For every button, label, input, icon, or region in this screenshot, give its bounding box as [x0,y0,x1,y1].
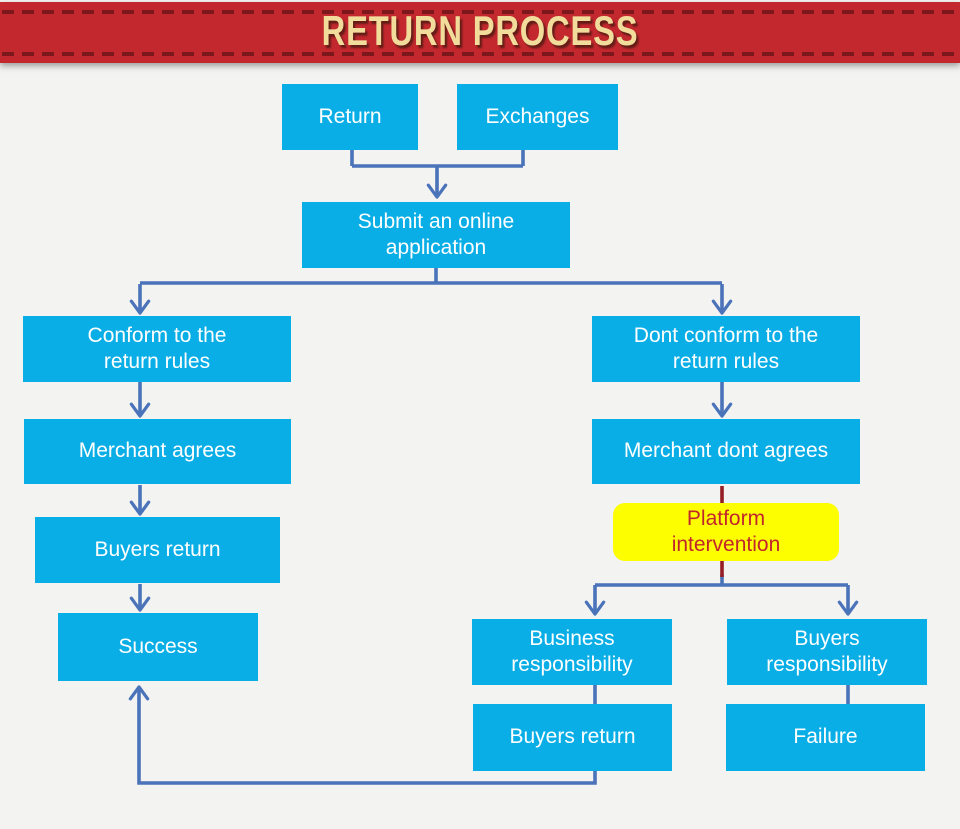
node-success: Success [58,613,258,681]
node-return: Return [282,84,418,150]
node-exchanges: Exchanges [457,84,618,150]
node-platform-intervention: Platform intervention [613,503,839,561]
banner-dash-top [2,10,958,14]
page-title: RETURN PROCESS [321,6,639,54]
node-buyers-responsibility: Buyers responsibility [727,619,927,685]
banner-dash-bottom [2,52,958,56]
node-conform-rules: Conform to the return rules [23,316,291,382]
node-failure: Failure [726,704,925,771]
node-dont-conform-rules: Dont conform to the return rules [592,316,860,382]
connector-loop-to-success [128,685,597,785]
node-buyers-return-left: Buyers return [35,517,280,583]
node-submit-application: Submit an online application [302,202,570,268]
node-merchant-agrees: Merchant agrees [24,419,291,484]
node-business-responsibility: Business responsibility [472,619,672,685]
header-banner: RETURN PROCESS [0,2,960,63]
node-buyers-return-right: Buyers return [473,704,672,771]
node-merchant-dont-agrees: Merchant dont agrees [592,419,860,484]
